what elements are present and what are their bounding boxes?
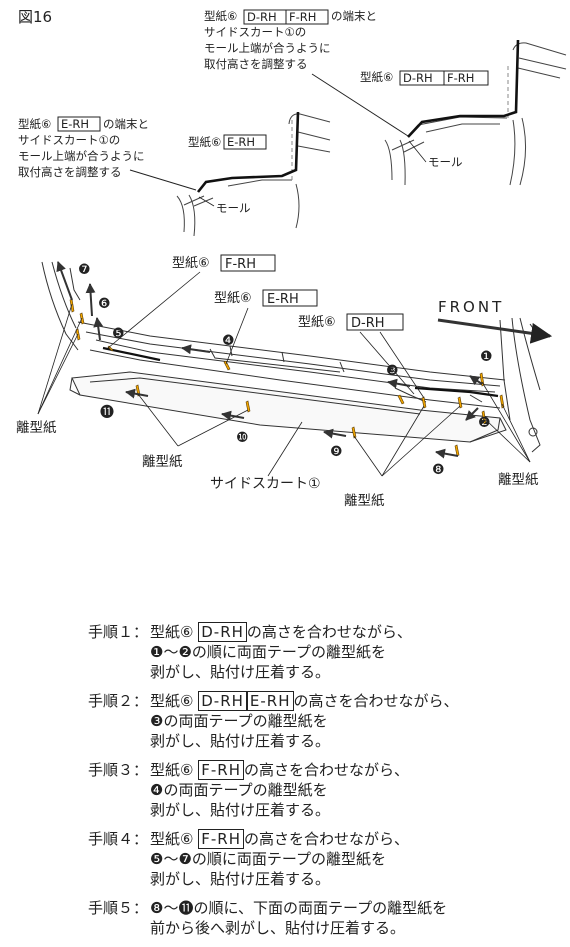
detail-left-mall-label: モール [216,201,251,215]
marker-4: ❹ [222,333,235,349]
marker-10: ❿ [236,430,249,446]
marker-1: ❶ [480,349,493,365]
detail-right-prefix: 型紙⑥ [360,70,393,84]
release-leaders [37,303,531,477]
svg-text:モール上端が合うように: モール上端が合うように [18,149,145,163]
direction-arrows [56,261,483,459]
detail-left-drawing [176,111,331,237]
release-label-left: 離型紙 [16,420,57,436]
marker-6: ❻ [98,296,111,312]
svg-text:E-RH: E-RH [227,135,255,149]
detail-right-tag: 型紙⑥ D-RH F-RH [360,70,489,86]
release-labels: 離型紙 離型紙 離型紙 離型紙 [16,420,539,509]
release-label-right: 離型紙 [498,472,539,488]
svg-text:の端末と: の端末と [103,117,149,131]
callout-top-prefix: 型紙⑥ [204,9,237,23]
marker-7: ❼ [78,262,91,278]
callout-top: 型紙⑥ D-RH F-RH の端末と サイドスカート①の モール上端が合うように… [204,9,377,71]
callout-top-leader [311,73,409,137]
step-5: 手順５： ❽～⓫の順に、下面の両面テープの離型紙を 前から後へ剥がし、貼付け圧着… [88,899,448,937]
svg-text:型紙⑥: 型紙⑥ [18,117,51,131]
callout-top-line3: モール上端が合うように [204,41,331,55]
installation-diagram: 図16 型紙⑥ D-RH F-RH の端末と サイドスカート①の モール上端が合… [16,8,567,509]
step-markers: ❼ ❻ ❺ ❹ ❸ ❷ ❶ ⓫ ❿ ❾ ❽ [78,262,493,478]
main-body-drawing [41,261,541,453]
main-tags: 型紙⑥ F-RH 型紙⑥ E-RH 型紙⑥ D-RH [172,254,404,331]
marker-2: ❷ [478,415,491,431]
callout-top-line2: サイドスカート①の [204,25,306,39]
svg-text:取付高さを調整する: 取付高さを調整する [18,165,122,179]
svg-text:E-RH: E-RH [61,117,89,131]
svg-text:型紙⑥: 型紙⑥ [188,135,221,149]
release-label-lower: 離型紙 [344,493,385,509]
marker-8: ❽ [432,462,445,478]
svg-text:E-RH: E-RH [267,292,299,307]
callout-top-line4: 取付高さを調整する [204,57,308,71]
detail-right-code-d: D-RH [403,71,433,85]
svg-text:F-RH: F-RH [225,257,256,272]
front-arrow [437,318,553,344]
detail-right-drawing [384,39,567,186]
callout-top-code-d: D-RH [247,10,277,24]
detail-left-tag: 型紙⑥ E-RH [188,134,267,150]
svg-text:型紙⑥: 型紙⑥ [214,291,252,306]
release-label-center: 離型紙 [142,454,183,470]
svg-text:D-RH: D-RH [351,316,385,331]
callout-top-suffix: の端末と [331,9,377,23]
svg-text:型紙⑥: 型紙⑥ [298,315,336,330]
tag-leaders [107,271,425,399]
detail-right-code-f: F-RH [447,71,474,85]
callout-left: 型紙⑥ E-RH の端末と サイドスカート①の モール上端が合うように 取付高さ… [18,116,149,179]
figure-title: 図16 [18,8,52,26]
svg-text:型紙⑥: 型紙⑥ [172,256,210,271]
marker-5: ❺ [112,326,125,342]
front-label: FRONT [438,298,504,316]
marker-3: ❸ [386,363,399,379]
side-skirt-label: サイドスカート① [210,476,321,492]
callout-top-code-f: F-RH [289,10,316,24]
callout-top-box-f [285,9,329,25]
marker-11: ⓫ [100,405,114,421]
marker-9: ❾ [330,444,343,460]
svg-text:サイドスカート①の: サイドスカート①の [18,133,120,147]
detail-right-mall-label: モール [428,155,463,169]
